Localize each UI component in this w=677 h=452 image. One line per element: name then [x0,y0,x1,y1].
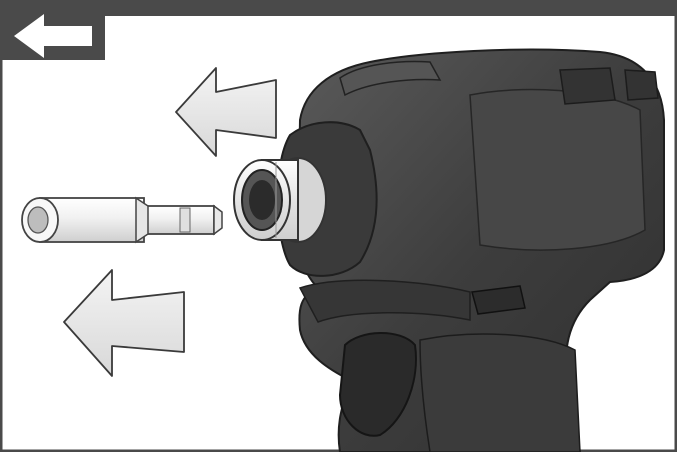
quick-release-chuck [234,158,326,242]
